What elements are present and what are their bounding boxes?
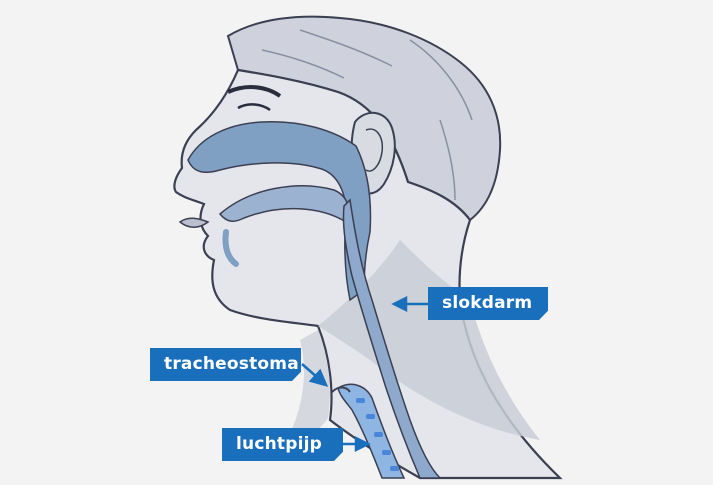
label-luchtpijp: luchtpijp xyxy=(222,428,343,461)
label-slokdarm: slokdarm xyxy=(428,287,548,320)
label-tracheostoma: tracheostoma xyxy=(150,348,301,381)
